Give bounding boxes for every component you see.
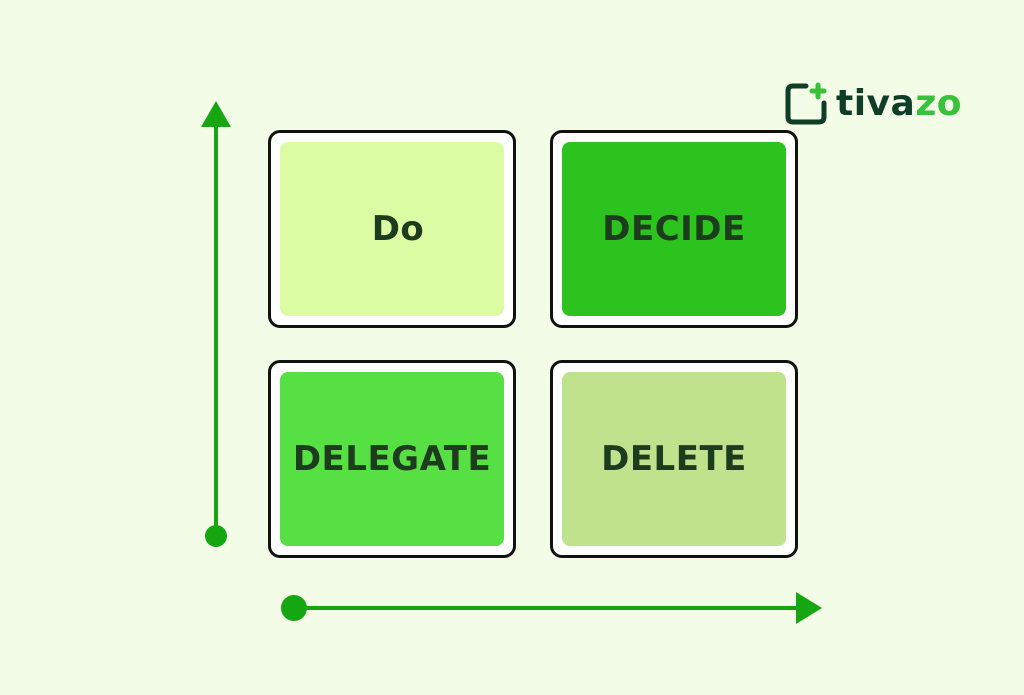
quadrant-decide: DECIDE (550, 130, 798, 328)
quadrant-do-fill: Do (280, 142, 504, 316)
logo-wordmark-part-a: tiva (836, 83, 916, 124)
quadrant-decide-fill: DECIDE (562, 142, 786, 316)
tivazo-logo: tivazo (784, 80, 962, 128)
quadrant-delete-fill: DELETE (562, 372, 786, 546)
vertical-axis-origin-dot (205, 525, 227, 547)
quadrant-delegate-fill: DELEGATE (280, 372, 504, 546)
horizontal-axis-origin-dot (281, 595, 307, 621)
logo-wordmark-part-b: zo (915, 83, 962, 124)
quadrant-delete: DELETE (550, 360, 798, 558)
tivazo-logo-icon (785, 82, 827, 125)
vertical-axis-arrowhead-icon (201, 101, 231, 127)
vertical-axis-arrow-icon (201, 101, 231, 547)
quadrant-do: Do (268, 130, 516, 328)
horizontal-axis-arrow-icon (281, 592, 822, 624)
quadrant-delegate: DELEGATE (268, 360, 516, 558)
quadrant-decide-label: DECIDE (602, 209, 746, 249)
quadrant-delegate-label: DELEGATE (292, 439, 492, 479)
horizontal-axis-arrowhead-icon (796, 592, 822, 624)
logo-wordmark: tivazo (836, 86, 962, 122)
quadrant-delete-label: DELETE (601, 439, 747, 479)
quadrant-do-label: Do (371, 209, 425, 249)
